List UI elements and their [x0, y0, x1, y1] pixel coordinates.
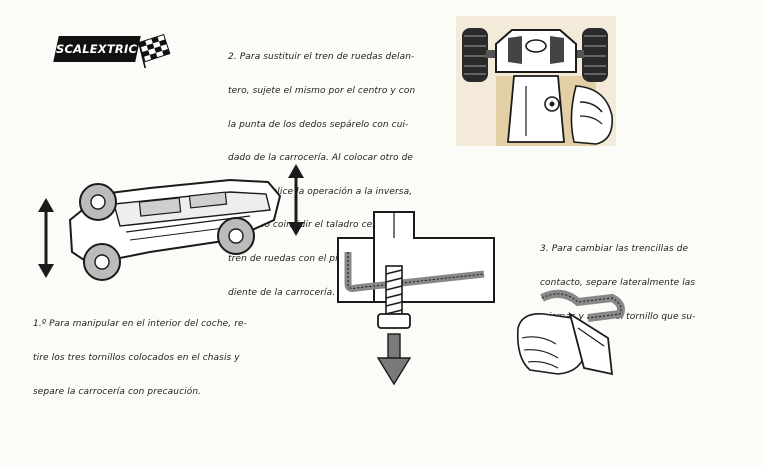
guide-blade-icon — [568, 312, 614, 376]
double-arrow-vertical-icon — [38, 198, 54, 278]
guide-screw-illustration — [337, 211, 495, 386]
wheel-icon — [79, 183, 117, 221]
step-2-line: dado de la carrocería. Al colocar otro d… — [228, 153, 414, 164]
step-1-line: 1.º Para manipular en el interior del co… — [33, 319, 247, 330]
car-side-illustration — [38, 164, 304, 281]
logo-text: SCALEXTRIC — [56, 42, 138, 56]
screw-icon — [377, 265, 411, 329]
double-arrow-vertical-icon — [288, 164, 304, 236]
step-2-line: diente de la carrocería. — [228, 287, 336, 298]
down-arrow-icon — [376, 333, 412, 386]
step-2-line: 2. Para sustituir el tren de ruedas dela… — [228, 52, 415, 63]
contact-braid-icon — [344, 252, 485, 292]
wheel-icon — [217, 217, 255, 255]
hand-braid-illustration — [516, 289, 625, 376]
contact-braid-icon — [540, 289, 625, 322]
step-2-line: la punta de los dedos sepárelo con cui- — [228, 119, 409, 130]
front-wheel-assembly-illustration — [456, 16, 616, 146]
step-2-line: tero, sujete el mismo por el centro y co… — [228, 86, 416, 97]
step-3-line: 3. Para cambiar las trencillas de — [540, 244, 689, 255]
step-1-line: separe la carrocería con precaución. — [33, 386, 202, 397]
scalextric-logo: SCALEXTRIC — [53, 32, 172, 68]
step-3-line: contacto, separe lateralmente las — [540, 278, 696, 289]
logo-box: SCALEXTRIC — [53, 36, 141, 62]
wheel-icon — [83, 243, 121, 281]
right-tire-icon — [582, 28, 608, 82]
instruction-step-1: 1.º Para manipular en el interior del co… — [33, 297, 247, 409]
checkered-flag-icon — [138, 33, 171, 68]
step-1-line: tire los tres tornillos colocados en el … — [33, 353, 240, 364]
left-tire-icon — [462, 28, 488, 82]
